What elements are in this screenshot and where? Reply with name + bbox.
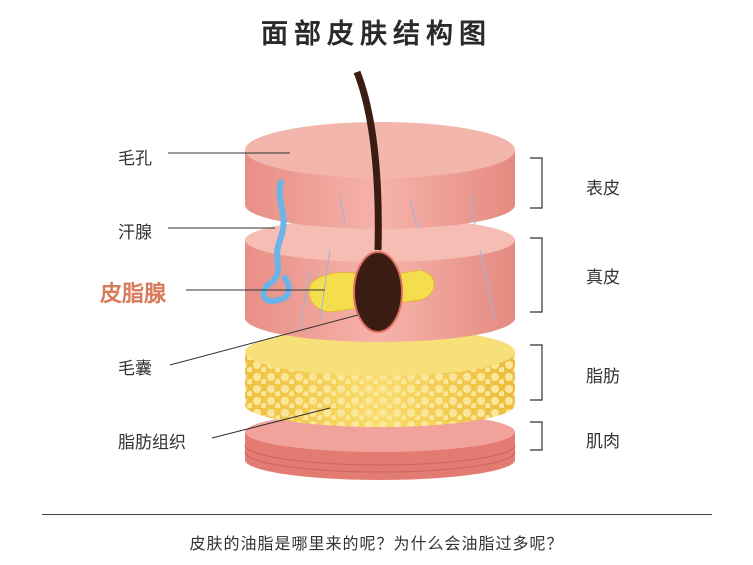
label-fat: 脂肪 — [586, 367, 620, 387]
label-muscle: 肌肉 — [586, 432, 620, 452]
muscle-layer — [244, 412, 516, 480]
label-adipose-tissue: 脂肪组织 — [118, 433, 186, 453]
label-epidermis: 表皮 — [586, 179, 620, 199]
label-hair-follicle: 毛囊 — [118, 359, 152, 379]
layer-brackets — [530, 157, 543, 451]
label-pore: 毛孔 — [118, 149, 152, 169]
label-sebaceous-gland: 皮脂腺 — [100, 282, 167, 307]
hair-follicle-shape — [353, 70, 403, 333]
epidermis-layer — [245, 122, 515, 229]
label-dermis: 真皮 — [586, 268, 620, 288]
label-sweat-gland: 汗腺 — [118, 223, 152, 243]
fat-layer — [245, 328, 515, 427]
pointer-lines — [168, 152, 359, 439]
divider — [42, 514, 712, 515]
sweat-gland-shape — [260, 179, 292, 304]
diagram-title: 面部皮肤结构图 — [261, 19, 492, 50]
caption: 皮肤的油脂是哪里来的呢？为什么会油脂过多呢？ — [189, 534, 564, 553]
